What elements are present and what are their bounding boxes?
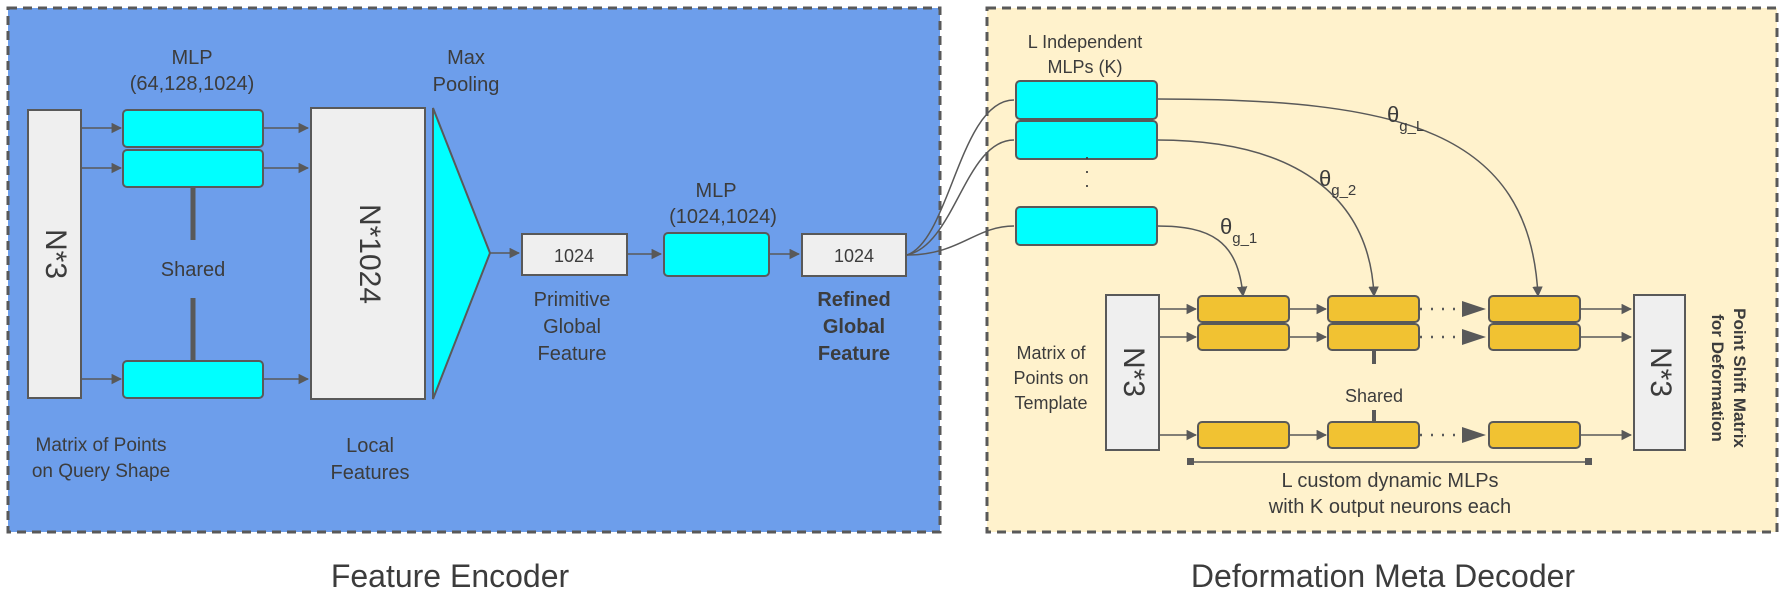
template-points-box	[1105, 294, 1160, 451]
refined-caption-line3: Feature	[818, 343, 890, 365]
theta-g1-label: θg_1	[1220, 214, 1257, 247]
connector-refined-mlp-2	[906, 139, 1015, 256]
feature-encoder-panel: N*3 Matrix of Points on Query Shape MLP …	[6, 6, 942, 534]
template-caption-line1: Matrix of	[1016, 343, 1086, 363]
dynamic-mlp-r1-c2	[1327, 295, 1420, 323]
decoder-section-title: Deformation Meta Decoder	[1191, 558, 1576, 594]
max-pooling-label-line2: Pooling	[433, 74, 500, 96]
output-caption-line1: Point Shift Matrix	[1730, 308, 1749, 448]
encoder-section-title: Feature Encoder	[331, 558, 570, 594]
primitive-caption-line2: Global	[543, 316, 601, 338]
custom-mlps-bracket-right-end	[1585, 458, 1592, 465]
output-points-box	[1633, 294, 1686, 451]
connector-refined-mlp-L	[906, 225, 1015, 256]
local-features-box-label: N*1024	[353, 204, 386, 304]
dynamic-mlp-r3-c1	[1197, 421, 1290, 449]
refined-caption-line2: Global	[823, 316, 885, 338]
custom-mlps-caption-line1: L custom dynamic MLPs	[1281, 470, 1498, 492]
template-points-box-label: N*3	[1117, 347, 1150, 397]
independent-mlp-block-1	[1015, 80, 1158, 120]
refined-global-box	[801, 233, 907, 277]
dynamic-mlp-arrows	[1160, 303, 1633, 441]
independent-mlp-ellipsis: ···	[1084, 147, 1090, 195]
decoder-shared-label: Shared	[1345, 386, 1403, 406]
independent-mlps-title-line1: L Independent	[1028, 32, 1142, 52]
dynamic-mlp-r3-c3	[1488, 421, 1581, 449]
primitive-global-box-label: 1024	[554, 246, 594, 266]
max-pooling-label-line1: Max	[447, 47, 485, 69]
primitive-caption-line1: Primitive	[534, 289, 611, 311]
dynamic-mlp-r2-c3	[1488, 323, 1581, 351]
dynamic-mlp-r1-c3	[1488, 295, 1581, 323]
encoder-mlp-title-line1: MLP	[171, 47, 212, 69]
local-features-caption-line1: Local	[346, 435, 394, 457]
query-points-box-label: N*3	[39, 229, 72, 279]
primitive-global-box	[521, 233, 628, 276]
query-points-caption-line1: Matrix of Points	[36, 435, 167, 456]
local-features-box	[310, 107, 426, 400]
refined-caption-line1: Refined	[817, 289, 890, 311]
dynamic-mlp-continuations	[1420, 301, 1486, 443]
connector-refined-mlp-1	[906, 99, 1015, 256]
custom-mlps-bracket-left-end	[1187, 458, 1194, 465]
encoder-mlp2-title-line2: (1024,1024)	[669, 206, 777, 228]
custom-mlps-caption-line2: with K output neurons each	[1268, 496, 1511, 518]
dynamic-mlp-grid	[1197, 295, 1581, 449]
theta-g2-label: θg_2	[1319, 166, 1356, 199]
dynamic-mlp-r2-c2	[1327, 323, 1420, 351]
output-caption-line2: for Deformation	[1708, 314, 1727, 442]
encoder-mlp-block-2	[122, 149, 264, 188]
max-pooling-triangle	[432, 107, 492, 400]
local-features-caption-line2: Features	[331, 462, 410, 484]
dynamic-mlp-r1-c1	[1197, 295, 1290, 323]
encoder-mlp2-block	[663, 232, 770, 277]
dynamic-mlp-r2-c1	[1197, 323, 1290, 351]
encoder-shared-label: Shared	[161, 259, 226, 281]
encoder-mlp-title-line2: (64,128,1024)	[130, 73, 255, 95]
dynamic-mlp-r3-c2	[1327, 421, 1420, 449]
template-caption-line3: Template	[1014, 393, 1087, 413]
output-points-box-label: N*3	[1644, 347, 1677, 397]
query-points-box	[27, 109, 82, 399]
primitive-caption-line3: Feature	[538, 343, 607, 365]
theta-g2-curve	[1156, 139, 1379, 298]
theta-gL-curve	[1156, 98, 1543, 298]
independent-mlps-title-line2: MLPs (K)	[1047, 57, 1122, 77]
template-caption-line2: Points on	[1013, 368, 1088, 388]
independent-mlp-block-L	[1015, 206, 1158, 246]
theta-g1-curve	[1156, 225, 1248, 298]
encoder-mlp-block-3	[122, 360, 264, 399]
theta-gL-label: θg_L	[1387, 102, 1424, 135]
query-points-caption-line2: on Query Shape	[32, 461, 170, 482]
encoder-mlp2-title-line1: MLP	[695, 180, 736, 202]
refined-global-box-label: 1024	[834, 246, 874, 266]
encoder-mlp-block-1	[122, 109, 264, 148]
meta-decoder-panel: L Independent MLPs (K) ··· θg_L θg_2 θg_…	[906, 6, 1779, 534]
